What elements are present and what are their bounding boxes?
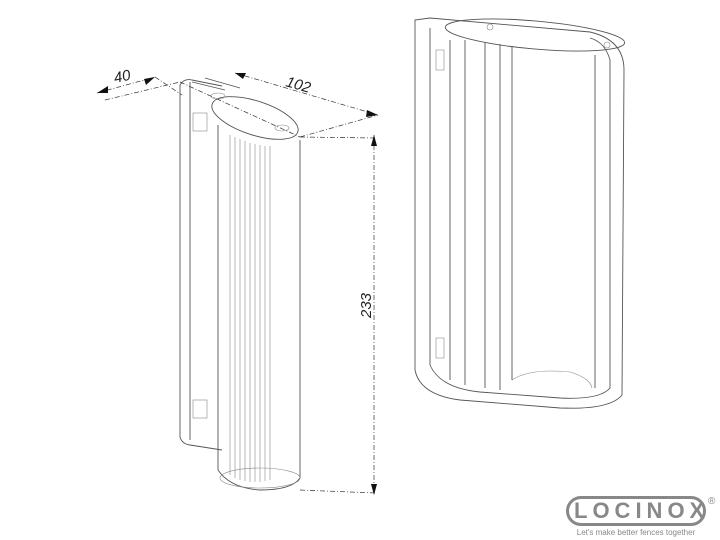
inner-channel [449, 40, 596, 390]
dimension-width: 102 [284, 74, 313, 97]
left-view-assembled [179, 77, 301, 491]
bottom-oval [219, 467, 301, 489]
screw-hole [486, 23, 494, 31]
top-oval [211, 96, 299, 140]
mount-hole-bottom [435, 337, 445, 359]
screw-hole [603, 41, 611, 49]
mount-hole-top [192, 112, 208, 132]
dimension-lines: 40 102 233 [96, 67, 379, 495]
right-view-exploded [414, 17, 626, 409]
ridges [229, 135, 271, 482]
screw-hole [274, 124, 290, 132]
dimension-depth: 40 [112, 67, 132, 87]
logo-wordmark: LOCINOX [566, 496, 706, 526]
top-cap [444, 18, 626, 52]
frame-outline [414, 17, 625, 409]
back-plate [179, 79, 223, 451]
mount-hole-top [435, 49, 445, 71]
locinox-logo: LOCINOX Let's make better fences togethe… [566, 496, 706, 537]
dimension-height: 233 [358, 292, 375, 319]
registered-mark: ® [708, 496, 716, 507]
mount-hole-bottom [192, 399, 208, 419]
logo-tagline: Let's make better fences together [576, 528, 696, 537]
screw-hole [210, 92, 226, 100]
top-cap [191, 77, 241, 91]
